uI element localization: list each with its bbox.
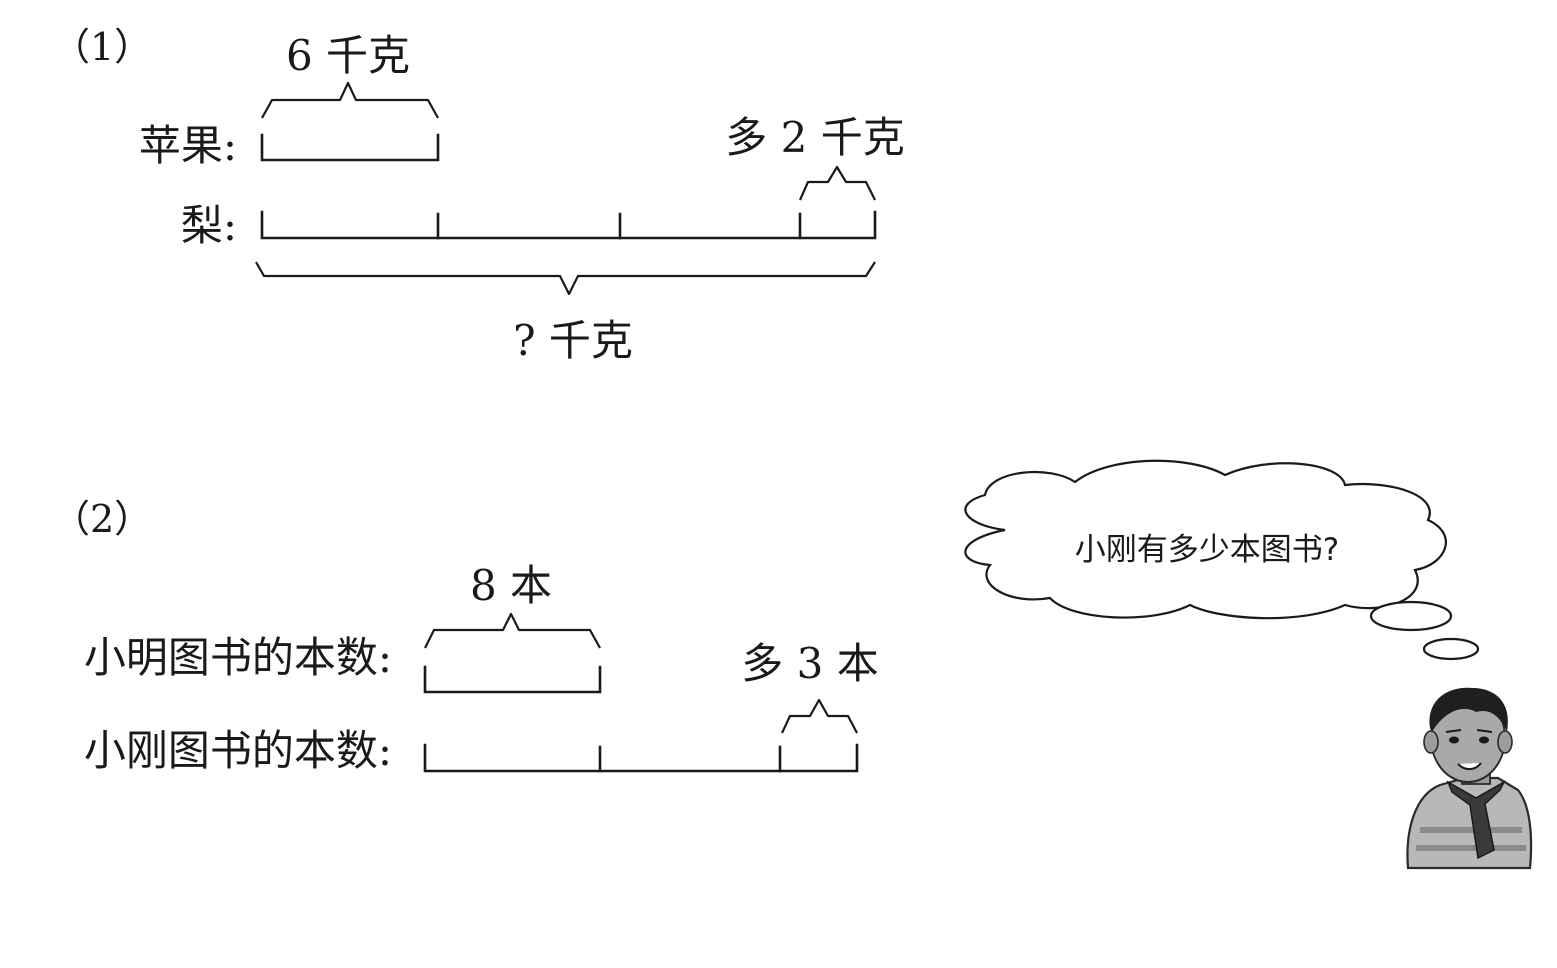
apple-row-label: 苹果: (139, 121, 237, 170)
problem2-number: （2） (52, 497, 152, 541)
xiaogang-row-label: 小刚图书的本数: (84, 726, 392, 775)
thought-bubble-text: 小刚有多少本图书? (1075, 532, 1339, 568)
pear-difference-brace (798, 165, 876, 201)
xiaogang-segment (423, 743, 859, 773)
problem1-number: （1） (52, 25, 152, 69)
apple-top-brace (261, 81, 439, 119)
pear-total-label: ? 千克 (513, 316, 633, 365)
apple-amount-label: 6 千克 (286, 31, 410, 80)
xiaoming-segment (423, 665, 602, 694)
pear-difference-label: 多 2 千克 (725, 113, 904, 162)
thought-cloud-icon (964, 459, 1480, 661)
xiaogang-difference-brace (781, 698, 858, 734)
xiaoming-top-brace (424, 612, 601, 649)
apple-segment (260, 133, 440, 162)
pear-total-brace (255, 261, 876, 296)
boy-character-icon (1406, 687, 1533, 870)
pear-row-label: 梨: (181, 201, 237, 250)
xiaogang-difference-label: 多 3 本 (741, 639, 878, 688)
xiaoming-amount-label: 8 本 (470, 561, 552, 610)
pear-segment (260, 210, 877, 240)
xiaoming-row-label: 小明图书的本数: (84, 633, 392, 682)
